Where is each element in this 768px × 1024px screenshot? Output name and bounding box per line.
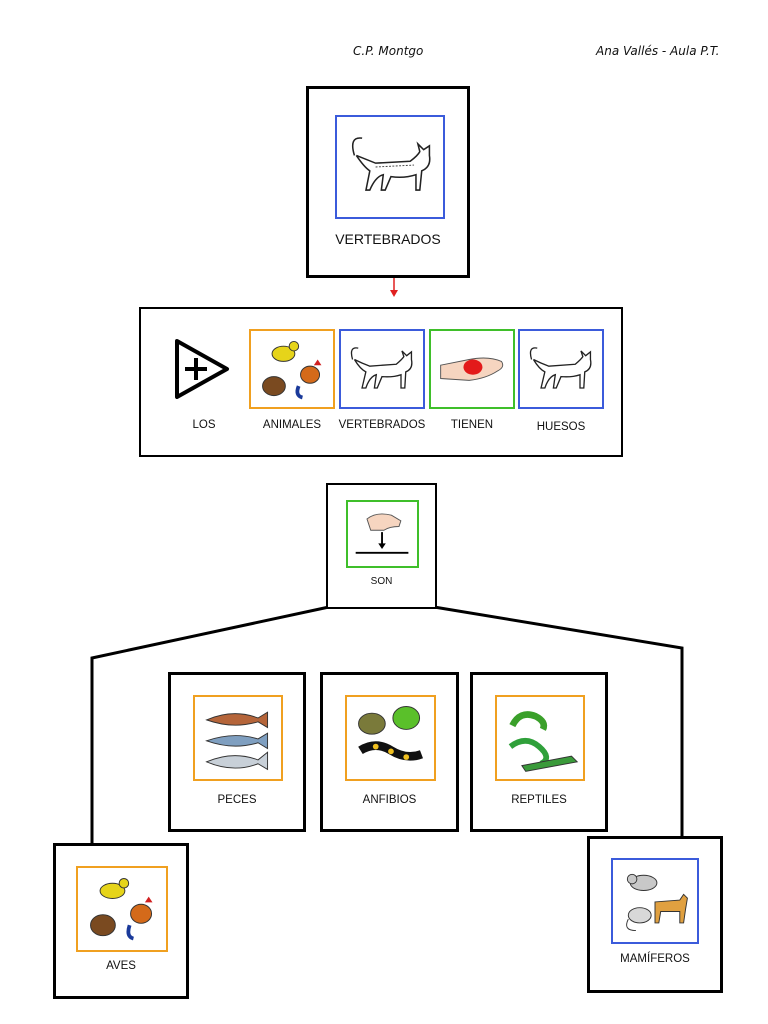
cat-skeleton-icon	[335, 115, 445, 219]
class-reptiles-box: REPTILES	[470, 672, 608, 832]
top-concept-box: VERTEBRADOS	[306, 86, 470, 278]
class-anfibios-label: ANFIBIOS	[362, 794, 417, 806]
class-mamiferos-box: MAMÍFEROS	[587, 836, 723, 993]
cat-skeleton-icon	[518, 329, 604, 409]
header-school: C.P. Montgo	[353, 44, 424, 58]
class-aves-label: AVES	[106, 960, 136, 972]
top-concept-label: VERTEBRADOS	[335, 231, 441, 247]
article-plus-triangle-icon	[171, 337, 233, 399]
mammals-icon	[611, 858, 699, 944]
birds-icon	[76, 866, 168, 952]
header-author: Ana Vallés - Aula P.T.	[596, 44, 720, 58]
sentence-word-vertebrados: VERTEBRADOS	[338, 419, 426, 431]
sentence-word-huesos: HUESOS	[536, 421, 586, 433]
class-aves-box: AVES	[53, 843, 189, 999]
class-anfibios-box: ANFIBIOS	[320, 672, 459, 832]
fish-icon	[193, 695, 283, 781]
class-mamiferos-label: MAMÍFEROS	[620, 953, 690, 965]
class-peces-box: PECES	[168, 672, 306, 832]
sentence-word-los: LOS	[192, 419, 216, 431]
sentence-box: LOS ANIMALES VERTEBRADOS TIENEN HUESOS	[139, 307, 623, 457]
class-peces-label: PECES	[217, 794, 257, 806]
verb-box: SON	[326, 483, 437, 609]
verb-label: SON	[370, 576, 393, 587]
birds-icon	[249, 329, 335, 409]
hand-pointing-down-icon	[346, 500, 419, 568]
reptiles-icon	[495, 695, 585, 781]
cat-skeleton-icon	[339, 329, 425, 409]
frog-salamander-icon	[345, 695, 436, 781]
sentence-word-animales: ANIMALES	[262, 419, 322, 431]
class-reptiles-label: REPTILES	[511, 794, 567, 806]
hand-holding-icon	[429, 329, 515, 409]
sentence-word-tienen: TIENEN	[450, 419, 494, 431]
